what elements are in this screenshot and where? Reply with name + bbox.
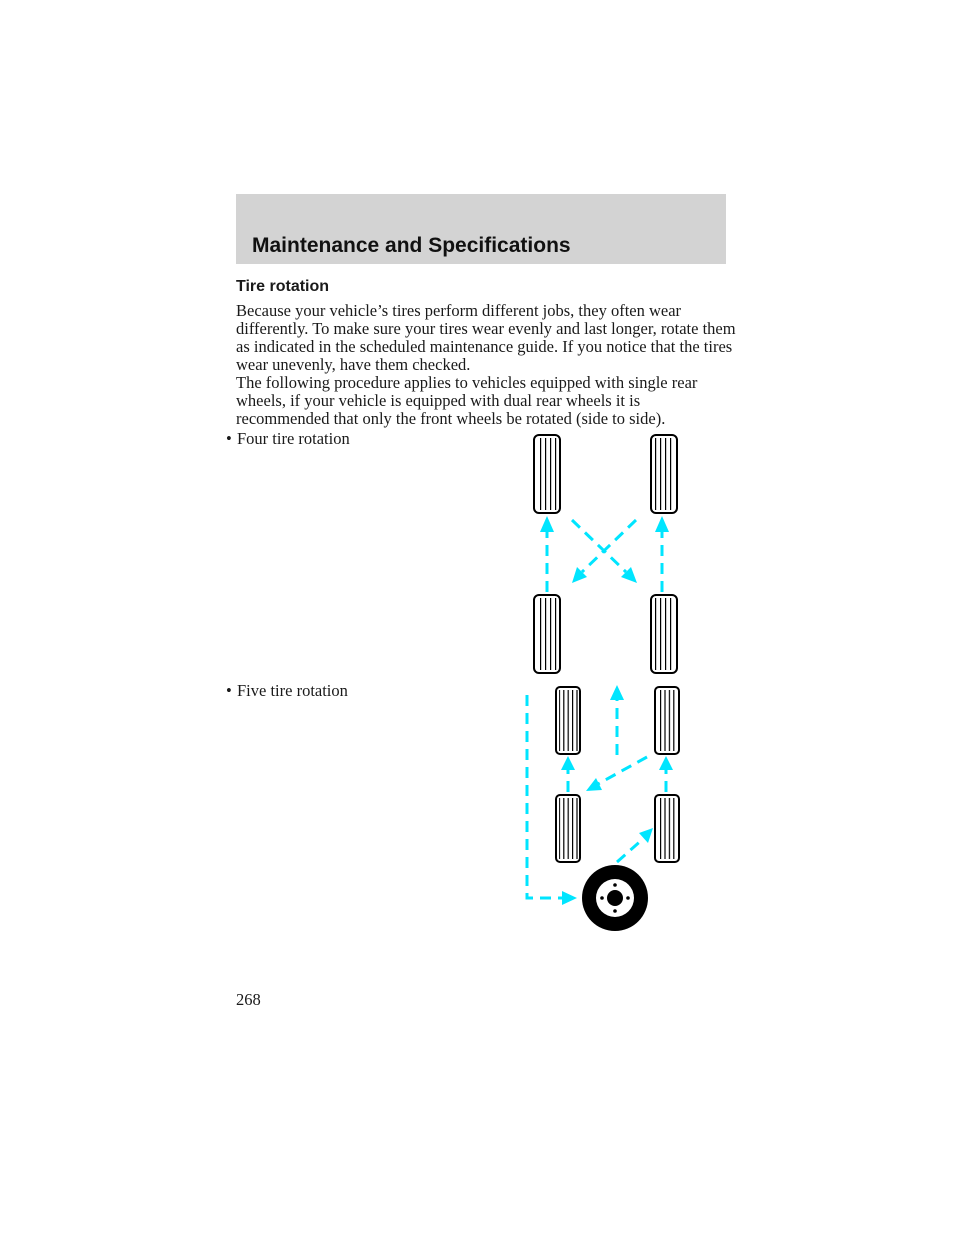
header-band: Maintenance and Specifications [236, 194, 726, 264]
page-number: 268 [236, 990, 261, 1009]
rotation-arrows [545, 518, 664, 592]
tire-front-left-icon [533, 434, 561, 514]
tire-front-right-icon [654, 686, 680, 755]
arrow-right-to-rear-left [597, 755, 648, 786]
arrowheads [561, 685, 673, 905]
arrowheads [540, 516, 669, 583]
section-heading: Tire rotation [236, 278, 330, 295]
tire-rear-right-icon [654, 794, 680, 863]
arrowhead-up-right-icon [639, 828, 653, 843]
spare-tire-icon [582, 865, 648, 931]
arrowhead-down-left-icon [586, 778, 602, 791]
arrow-spare-to-rear-right [616, 836, 645, 864]
rotation-arrows [525, 695, 668, 900]
tire-front-left-icon [555, 686, 581, 755]
four-tire-diagram [533, 434, 678, 674]
tire-front-right-icon [650, 434, 678, 514]
arrowhead-up-icon [655, 516, 669, 532]
five-tire-diagram [525, 685, 680, 931]
arrow-front-left-to-spare [525, 695, 562, 900]
bullet-dot: • [226, 429, 232, 448]
bullet-label: Five tire rotation [237, 681, 348, 700]
tire-rear-left-icon [555, 794, 581, 863]
paragraph-intro: Because your vehicle’s tires perform dif… [236, 301, 736, 374]
bullet-four-tire: • Four tire rotation [226, 430, 350, 448]
arrowhead-down-left-icon [572, 567, 587, 583]
bullet-five-tire: • Five tire rotation [226, 682, 348, 700]
bullet-dot: • [226, 681, 232, 700]
arrow-cross-to-rear-left [580, 518, 638, 574]
arrow-cross-to-rear-right [570, 518, 628, 574]
arrowhead-down-right-icon [621, 567, 637, 583]
paragraph-procedure: The following procedure applies to vehic… [236, 373, 698, 428]
arrowhead-up-icon [610, 685, 624, 700]
arrowhead-right-icon [562, 891, 577, 905]
tire-rear-right-icon [650, 594, 678, 674]
page-title: Maintenance and Specifications [252, 234, 571, 257]
arrowhead-up-icon [561, 756, 575, 770]
arrowhead-up-icon [659, 756, 673, 770]
tire-rear-left-icon [533, 594, 561, 674]
bullet-label: Four tire rotation [237, 429, 350, 448]
arrowhead-up-icon [540, 516, 554, 532]
